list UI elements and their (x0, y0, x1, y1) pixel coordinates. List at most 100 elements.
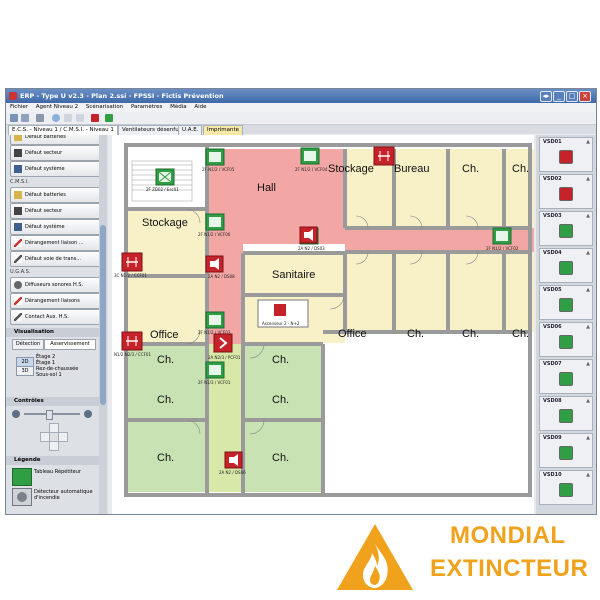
level-rdc[interactable]: Rez-de-chaussée (36, 366, 79, 372)
zoom-out-icon[interactable] (12, 410, 20, 418)
vent-device-vcf03[interactable]: 2F N1/2 / VCF03 (198, 311, 231, 335)
minimize-button[interactable]: _ (553, 91, 565, 102)
menu-fichier[interactable]: Fichier (10, 104, 28, 110)
view-3d-button[interactable]: 3D (16, 366, 34, 376)
collapse-icon[interactable]: ▲ (586, 324, 590, 330)
vsd-status-icon[interactable] (559, 224, 573, 238)
vsd-item[interactable]: VSD10 ▲ (539, 470, 593, 505)
menu-aide[interactable]: Aide (194, 104, 207, 110)
vsd-item[interactable]: VSD07 ▲ (539, 359, 593, 394)
open-icon[interactable] (10, 114, 18, 122)
cmsi-defaut-voie-button[interactable]: Défaut voie de trans... (10, 251, 102, 267)
legende-header[interactable]: Légende (6, 456, 100, 465)
level-list[interactable]: Étage 2 Étage 1 Rez-de-chaussée Sous-sol… (36, 354, 78, 378)
vsd-status-icon[interactable] (559, 150, 573, 164)
cmsi-defaut-secteur-button[interactable]: Défaut secteur (10, 203, 102, 219)
tab-detection[interactable]: Détection (12, 339, 44, 350)
collapse-icon[interactable]: ▲ (586, 361, 590, 367)
vsd-status-icon[interactable] (559, 409, 573, 423)
tab-asservissement[interactable]: Asservissement (44, 339, 96, 350)
vsd-item[interactable]: VSD04 ▲ (539, 248, 593, 283)
level-etage-1[interactable]: Étage 1 (36, 360, 56, 366)
fire-door-ccf01-top[interactable] (373, 146, 395, 166)
vent-device-vcf05[interactable]: 2F N1/2 / VCF05 (202, 148, 235, 172)
menu-agent[interactable]: Agent Niveau 2 (35, 104, 79, 110)
menu-media[interactable]: Média (170, 104, 187, 110)
ecs-defaut-systeme-button[interactable]: Défaut système (10, 161, 102, 177)
vent-device-vcf02[interactable]: 2F N1/2 / VCF02 (486, 227, 519, 251)
collapse-icon[interactable]: ▲ (586, 398, 590, 404)
maximize-button[interactable]: □ (566, 91, 578, 102)
vsd-status-icon[interactable] (559, 335, 573, 349)
pan-up-icon[interactable] (49, 423, 59, 433)
escalator-device[interactable]: 2F ZD02 / Esc01 (146, 168, 179, 192)
vent-device-vcf04[interactable]: 2F N1/2 / VCF04 (295, 147, 328, 172)
pan-down-icon[interactable] (49, 441, 59, 451)
vent-device-vcf01[interactable]: 2F N1/3 / VCF01 (198, 361, 231, 385)
fire-door-ccf01-left[interactable]: 3C N1/2 / CCF01 (114, 252, 147, 278)
collapse-icon[interactable]: ▲ (586, 435, 590, 441)
pause-icon[interactable] (76, 114, 84, 122)
ecs-defaut-secteur-button[interactable]: Défaut secteur (10, 145, 102, 161)
ecs-defaut-batteries-button[interactable]: Défaut batteries (10, 135, 102, 145)
pan-control[interactable] (40, 423, 68, 451)
collapse-icon[interactable]: ▲ (586, 213, 590, 219)
level-etage-2[interactable]: Étage 2 (36, 354, 56, 360)
stop-icon[interactable] (91, 114, 99, 122)
window-switch-button[interactable]: ◂▸ (540, 91, 552, 102)
vent-device-vcf06[interactable]: 2F N1/2 / VCF06 (198, 213, 231, 237)
floor-plan-svg[interactable]: Ascenseur 2 - N+2 Hall Stockage Bureau C… (112, 135, 534, 514)
zoom-slider-thumb[interactable] (46, 410, 53, 420)
collapse-icon[interactable]: ▲ (586, 472, 590, 478)
vsd-item[interactable]: VSD01 ▲ (539, 137, 593, 172)
ugas-diffuseurs-button[interactable]: Diffuseurs sonores H.S. (10, 277, 102, 293)
left-panel-scrollbar[interactable] (99, 135, 107, 514)
collapse-icon[interactable]: ▲ (586, 287, 590, 293)
controles-header[interactable]: Contrôles (6, 397, 100, 406)
vsd-status-icon[interactable] (559, 372, 573, 386)
vsd-status-icon[interactable] (559, 261, 573, 275)
fire-door-pcf01[interactable]: 2A N2/3 / PCF01 (208, 333, 241, 360)
save-icon[interactable] (21, 114, 29, 122)
collapse-icon[interactable]: ▲ (586, 139, 590, 145)
vsd-item[interactable]: VSD08 ▲ (539, 396, 593, 431)
fire-door-ccf01-bottom[interactable]: N1/2 N2/3 / CCF01 (114, 331, 151, 357)
ugas-contact-button[interactable]: Contact Aux. H.S. (10, 309, 102, 325)
sounder-ds03[interactable]: 2A N2 / DS03 (298, 226, 325, 251)
collapse-icon[interactable]: ▲ (586, 176, 590, 182)
menu-scenarisation[interactable]: Scénarisation (85, 104, 124, 110)
cmsi-defaut-systeme-button[interactable]: Défaut système (10, 219, 102, 235)
vsd-item[interactable]: VSD06 ▲ (539, 322, 593, 357)
vsd-item[interactable]: VSD05 ▲ (539, 285, 593, 320)
cmsi-defaut-batteries-button[interactable]: Défaut batteries (10, 187, 102, 203)
zoom-in-icon[interactable] (84, 410, 92, 418)
room-ch-mid-3: Ch. (512, 328, 529, 340)
vsd-status-icon[interactable] (559, 483, 573, 497)
menu-parametres[interactable]: Paramètres (130, 104, 163, 110)
level-sous-sol[interactable]: Sous-sol 1 (36, 372, 62, 378)
tab-uae[interactable]: U.A.E. (178, 125, 203, 135)
visualisation-header[interactable]: Visualisation (6, 328, 100, 337)
sounder-ds06[interactable]: 2A N2 / DS06 (219, 451, 246, 475)
cmsi-derangement-liaison-button[interactable]: Dérangement liaison ... (10, 235, 102, 251)
scrollbar-thumb[interactable] (100, 225, 106, 405)
vsd-status-icon[interactable] (559, 187, 573, 201)
help-icon[interactable] (52, 114, 60, 122)
vsd-status-icon[interactable] (559, 446, 573, 460)
collapse-icon[interactable]: ▲ (586, 250, 590, 256)
vsd-item[interactable]: VSD03 ▲ (539, 211, 593, 246)
sounder-ds08[interactable]: 2A N2 / DS08 (205, 255, 235, 279)
tab-imprimante[interactable]: Imprimante (203, 125, 244, 135)
play-icon[interactable] (64, 114, 72, 122)
floor-plan[interactable]: Ascenseur 2 - N+2 Hall Stockage Bureau C… (112, 135, 534, 514)
vsd-item[interactable]: VSD09 ▲ (539, 433, 593, 468)
vsd-item[interactable]: VSD02 ▲ (539, 174, 593, 209)
tab-ecs-cmsi[interactable]: E.C.S. - Niveau 1 / C.M.S.I. - Niveau 1 (8, 125, 118, 135)
print-icon[interactable] (36, 114, 44, 122)
close-button[interactable]: × (579, 91, 591, 102)
record-icon[interactable] (105, 114, 113, 122)
pan-right-icon[interactable] (58, 432, 68, 442)
vsd-status-icon[interactable] (559, 298, 573, 312)
pan-left-icon[interactable] (40, 432, 50, 442)
ugas-derangement-button[interactable]: Dérangement liaisons (10, 293, 102, 309)
